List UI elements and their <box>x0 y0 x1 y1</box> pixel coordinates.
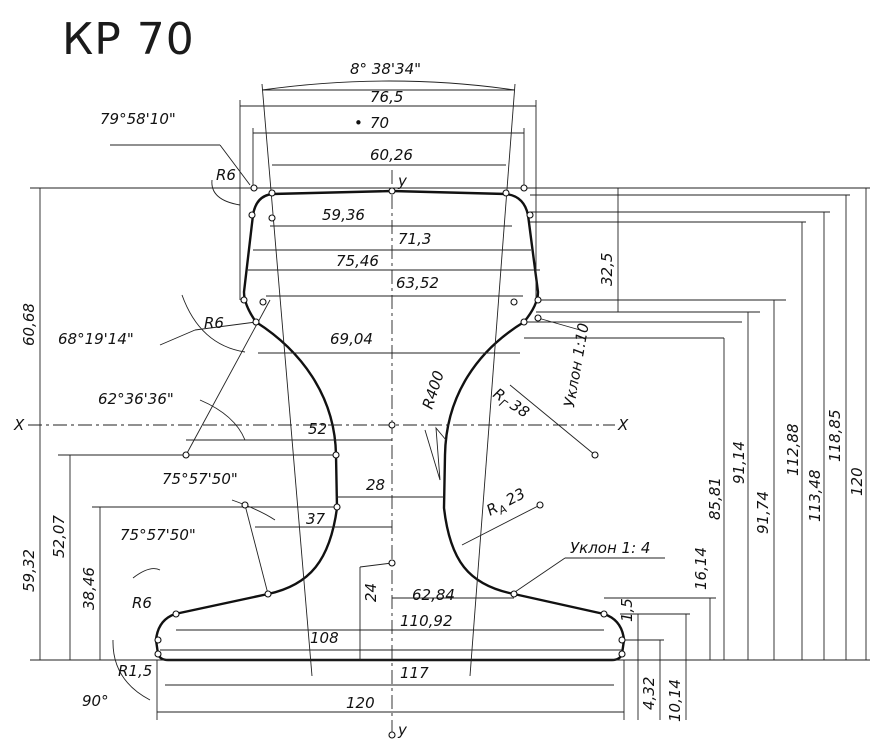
radius-r6-head-bottom: R6 <box>204 314 224 332</box>
dim-108: 108 <box>310 629 339 647</box>
dim-76-5: 76,5 <box>370 88 403 106</box>
dim-113-48: 113,48 <box>806 470 824 523</box>
angle-head-top: 8° 38'34" <box>350 60 421 78</box>
dim-75-46: 75,46 <box>336 252 379 270</box>
dim-70-dot: • <box>354 114 363 132</box>
dim-32-5: 32,5 <box>598 253 616 286</box>
radius-r1-5: R1,5 <box>118 662 152 680</box>
y-axis-label-bottom: y <box>397 721 408 739</box>
dim-120-right: 120 <box>848 467 866 496</box>
dim-69-04: 69,04 <box>330 330 373 348</box>
profile-title: КР 70 <box>62 14 195 65</box>
slope-1-4: Уклон 1: 4 <box>570 539 650 557</box>
r400-break-mark <box>424 426 447 481</box>
dim-4-32: 4,32 <box>640 677 658 710</box>
dim-118-85: 118,85 <box>826 410 844 463</box>
dim-91-14: 91,14 <box>730 441 748 484</box>
dim-63-52: 63,52 <box>396 274 439 292</box>
dim-117: 117 <box>400 664 429 682</box>
x-axis-label-right: X <box>617 416 629 434</box>
radius-r400: R400 <box>419 369 448 412</box>
dimension-lines <box>30 80 870 720</box>
dim-62-84: 62,84 <box>412 586 455 604</box>
slope-1-10: Уклон 1:10 <box>560 322 593 409</box>
dim-37: 37 <box>306 510 326 528</box>
angle-62: 62°36'36" <box>98 390 174 408</box>
radius-rg38: RГ38 <box>488 384 533 424</box>
dim-38-46: 38,46 <box>80 567 98 610</box>
angle-90: 90° <box>82 692 109 710</box>
dim-112-88: 112,88 <box>784 424 802 477</box>
axes <box>28 170 615 735</box>
dim-60-68: 60,68 <box>20 303 38 346</box>
dim-10-14: 10,14 <box>666 679 684 722</box>
dim-52-07: 52,07 <box>50 515 68 558</box>
radius-r6-head-top: R6 <box>216 166 236 184</box>
radius-r6-foot: R6 <box>132 594 152 612</box>
radius-ra23: RA23 <box>483 484 529 522</box>
dim-24: 24 <box>362 583 380 602</box>
labels: 8° 38'34" 76,5 • 70 60,26 y 59,36 71,3 7… <box>13 60 866 739</box>
angle-79: 79°58'10" <box>100 110 176 128</box>
y-axis-label-top: y <box>397 172 408 190</box>
dim-60-26: 60,26 <box>370 146 413 164</box>
dim-1-5: 1,5 <box>618 598 636 622</box>
angle-75-lower: 75°57'50" <box>120 526 196 544</box>
dim-28: 28 <box>366 476 385 494</box>
dim-110-92: 110,92 <box>400 612 453 630</box>
x-axis-label-left: X <box>13 416 25 434</box>
angle-68: 68°19'14" <box>58 330 134 348</box>
dim-16-14: 16,14 <box>692 547 710 590</box>
dim-91-74: 91,74 <box>754 491 772 534</box>
dim-70: 70 <box>370 114 389 132</box>
dim-120-bottom: 120 <box>346 694 375 712</box>
angle-75-upper: 75°57'50" <box>162 470 238 488</box>
dim-59-36: 59,36 <box>322 206 365 224</box>
dim-71-3: 71,3 <box>398 230 431 248</box>
dim-59-32: 59,32 <box>20 549 38 592</box>
dim-52: 52 <box>308 420 327 438</box>
dim-85-81: 85,81 <box>706 477 724 520</box>
construction-points <box>154 184 626 739</box>
